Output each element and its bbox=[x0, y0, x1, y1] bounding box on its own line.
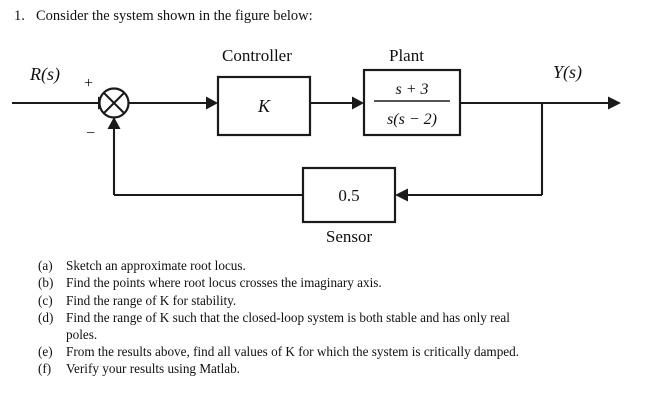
feedback-arrowhead bbox=[107, 117, 121, 129]
plant-block bbox=[362, 68, 462, 137]
problem-statement: Consider the system shown in the figure … bbox=[36, 8, 313, 24]
question-text: From the results above, find all values … bbox=[66, 344, 520, 360]
list-item: (b) Find the points where root locus cro… bbox=[38, 275, 638, 291]
control-system-block-diagram: Controller Plant R(s) Y(s) + − K s + 3 s… bbox=[0, 40, 660, 250]
question-text: Find the range of K such that the closed… bbox=[66, 310, 510, 326]
controller-title: Controller bbox=[222, 46, 292, 65]
plant-title: Plant bbox=[389, 46, 424, 65]
output-signal-label: Y(s) bbox=[553, 62, 582, 83]
summing-junction-cross-b bbox=[103, 92, 125, 114]
question-text: Verify your results using Matlab. bbox=[66, 361, 240, 377]
question-marker: (a) bbox=[38, 258, 53, 273]
question-text: Sketch an approximate root locus. bbox=[66, 258, 246, 273]
question-marker: (c) bbox=[38, 292, 53, 308]
question-text-continuation: poles. bbox=[66, 326, 98, 342]
controller-output-arrowhead bbox=[352, 96, 364, 110]
controller-gain-label: K bbox=[257, 96, 271, 116]
question-list: (a) Sketch an approximate root locus. (b… bbox=[38, 258, 638, 379]
list-item: (a) Sketch an approximate root locus. bbox=[38, 258, 638, 274]
list-item: (c) Find the range of K for stability. bbox=[38, 293, 638, 309]
sensor-title: Sensor bbox=[326, 227, 373, 246]
list-item: (d) Find the range of K such that the cl… bbox=[38, 310, 638, 343]
problem-heading: 1. Consider the system shown in the figur… bbox=[14, 7, 644, 25]
minus-sign-label: − bbox=[86, 125, 95, 142]
error-arrowhead bbox=[206, 96, 218, 110]
question-marker: (e) bbox=[38, 344, 53, 360]
plus-sign-label: + bbox=[84, 75, 93, 92]
plant-numerator-label: s + 3 bbox=[395, 81, 428, 98]
list-item: (f) Verify your results using Matlab. bbox=[38, 361, 638, 377]
question-text: Find the points where root locus crosses… bbox=[66, 275, 382, 291]
question-marker: (d) bbox=[38, 310, 54, 326]
plant-denominator-label: s(s − 2) bbox=[387, 111, 437, 128]
output-arrowhead bbox=[608, 96, 621, 110]
input-signal-label: R(s) bbox=[29, 64, 60, 85]
problem-number: 1. bbox=[14, 8, 25, 24]
question-marker: (f) bbox=[38, 361, 52, 377]
question-text: Find the range of K for stability. bbox=[66, 292, 237, 308]
question-marker: (b) bbox=[38, 275, 54, 291]
controller-block bbox=[216, 75, 312, 137]
sensor-input-arrowhead bbox=[395, 188, 408, 202]
sensor-gain-label: 0.5 bbox=[338, 186, 359, 205]
list-item: (e) From the results above, find all val… bbox=[38, 344, 638, 360]
